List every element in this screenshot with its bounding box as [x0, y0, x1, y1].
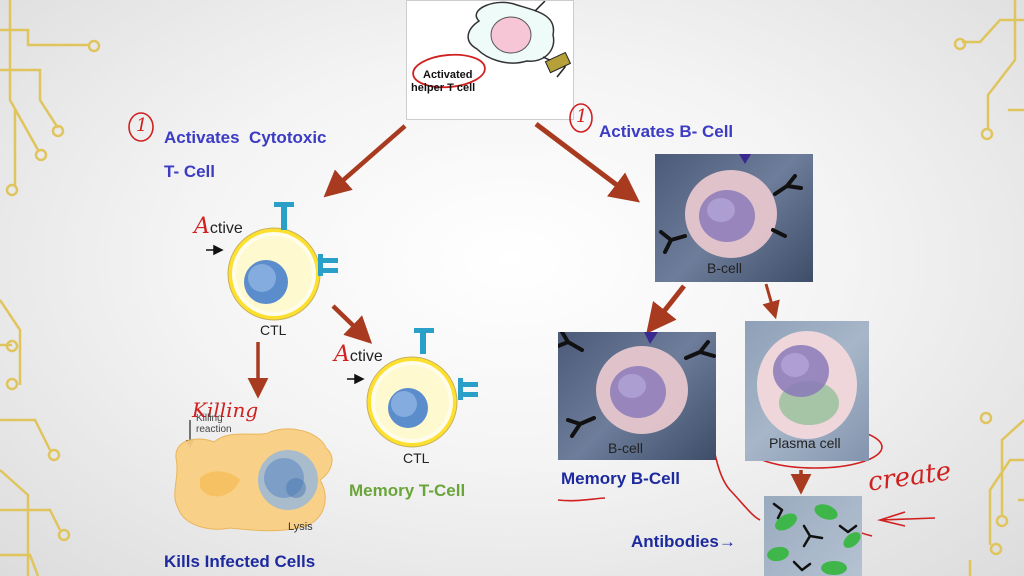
kills-infected-cells-label: Kills Infected Cells — [164, 552, 316, 571]
ctl-caption: CTL — [260, 322, 287, 338]
handwritten-circle-number-left — [128, 112, 154, 142]
antibodies-drawing — [767, 502, 861, 575]
handwritten-arrow-create — [877, 511, 936, 527]
helper-t-cell-drawing — [412, 0, 572, 89]
right-step-number: 1 — [576, 106, 588, 127]
killing-reaction-drawing — [174, 420, 333, 532]
active-ctl-handwritten-prefix: A — [194, 214, 210, 239]
helper-t-cell-image: Activated helper T cell — [406, 0, 574, 120]
arrow-ctl-to-memory — [331, 304, 373, 344]
lysis-label: Lysis — [288, 521, 313, 533]
antibodies-label: Antibodies→ — [631, 532, 736, 551]
arrow-to-cytotoxic — [323, 124, 407, 198]
killing-reaction-text-line2: reaction — [196, 424, 232, 435]
arrow-bcell-to-plasma — [762, 283, 780, 320]
memory-b-cell-drawing — [558, 332, 716, 438]
label-activates-cytotoxic-line2: T- Cell — [164, 162, 216, 181]
arrow-bcell-to-memory — [646, 284, 686, 334]
memory-t-cell-label: Memory T-Cell — [349, 481, 466, 500]
memory-active-handwritten-prefix: A — [334, 342, 350, 367]
b-cell-drawing — [659, 154, 803, 258]
active-ctl-text: ctive — [209, 220, 243, 237]
memory-active-text: ctive — [349, 348, 383, 365]
b-cell-photo: B-cell — [655, 154, 813, 282]
plasma-cell-caption: Plasma cell — [769, 435, 841, 451]
memory-ctl-cell — [366, 328, 478, 448]
helper-t-cell-caption-line1: Activated — [423, 69, 473, 81]
b-cell-caption: B-cell — [707, 260, 743, 276]
killing-handwritten: Killing — [192, 398, 259, 422]
plasma-cell-photo: Plasma cell — [745, 321, 869, 461]
helper-t-cell-caption-line2: helper T cell — [411, 82, 476, 94]
label-activates-cytotoxic-line1: Activates Cytotoxic — [164, 128, 327, 147]
handwritten-underline-memory — [557, 497, 606, 502]
memory-b-cell-label: Memory B-Cell — [561, 469, 681, 488]
memory-b-cell-photo: B-cell — [558, 332, 716, 460]
ctl-cell — [227, 202, 338, 321]
antibodies-photo — [764, 496, 862, 576]
label-activates-b-cell: Activates B- Cell — [599, 122, 734, 141]
handwritten-circle-number-right — [569, 103, 593, 133]
circuit-decoration-left — [0, 0, 101, 576]
arrow-to-bcell — [534, 122, 640, 203]
memory-b-cell-caption: B-cell — [608, 440, 644, 456]
plasma-cell-drawing — [757, 331, 857, 439]
killing-reaction-text-line1: Killing — [196, 413, 223, 424]
memory-active-label: Active — [334, 342, 383, 367]
memory-ctl-caption: CTL — [403, 450, 430, 466]
left-step-number: 1 — [136, 115, 148, 136]
circuit-decoration-right — [953, 0, 1024, 576]
active-ctl-label: Active — [194, 214, 243, 239]
